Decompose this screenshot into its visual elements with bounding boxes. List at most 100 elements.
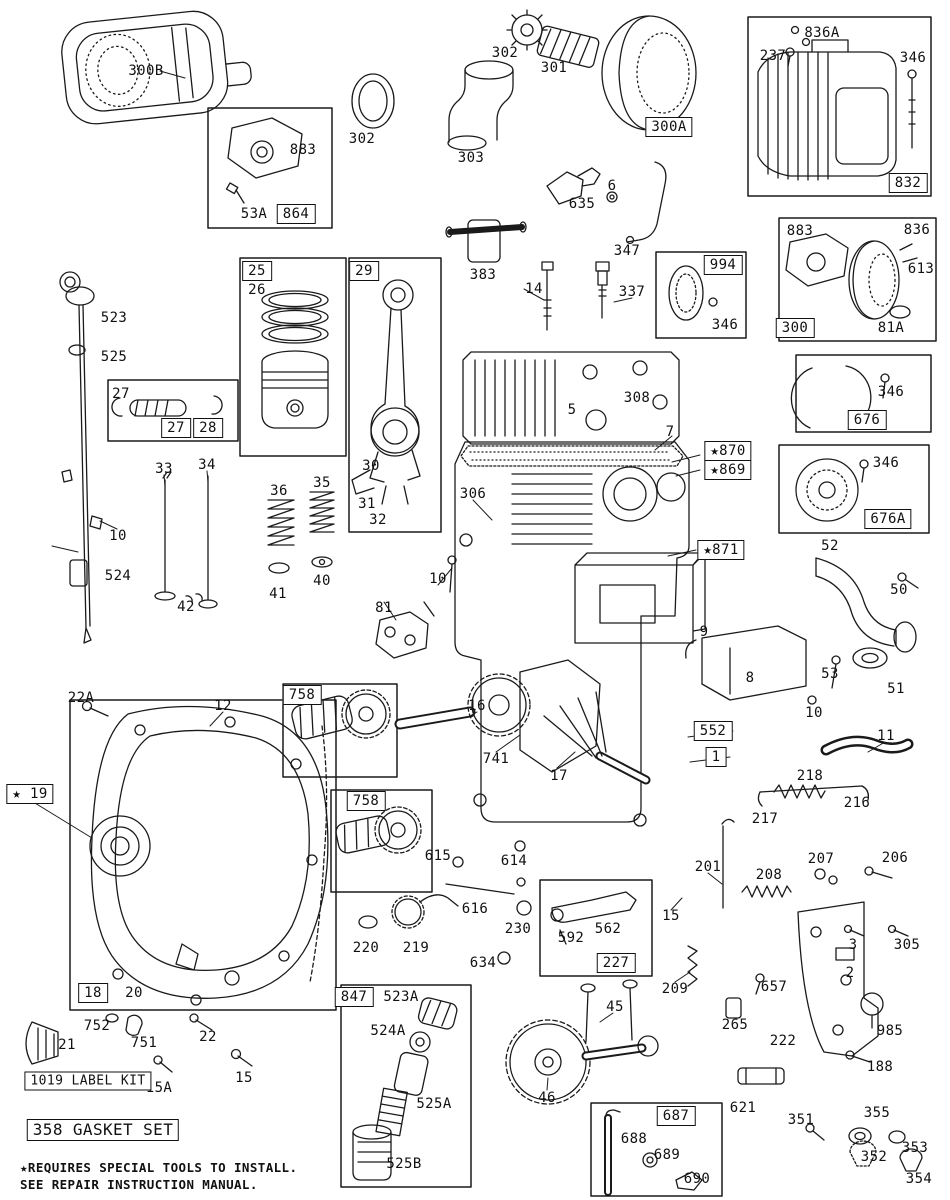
part-label-41: 41 xyxy=(269,586,287,602)
part-label-1019LABELKIT: 1019 LABEL KIT xyxy=(24,1071,152,1091)
part-label-524: 524 xyxy=(104,568,132,584)
part-label-206: 206 xyxy=(881,850,909,866)
part-label-19: ★ 19 xyxy=(6,784,54,804)
muffler-300b-drawing xyxy=(61,10,252,125)
part-label-81A: 81A xyxy=(877,320,905,336)
footnotes: ★REQUIRES SPECIAL TOOLS TO INSTALL. SEE … xyxy=(20,1160,297,1194)
piston-26-drawing xyxy=(261,290,329,429)
part-label-869: ★869 xyxy=(704,460,752,480)
part-label-300A: 300A xyxy=(645,117,693,137)
part-label-301: 301 xyxy=(540,60,568,76)
cylinder-306-drawing xyxy=(447,441,706,852)
piston-pin-27-drawing xyxy=(111,395,223,417)
part-label-355: 355 xyxy=(863,1105,891,1121)
part-label-300: 300 xyxy=(775,318,815,338)
bracket-2-drawing xyxy=(737,901,909,1085)
part-label-10: 10 xyxy=(805,705,823,721)
part-label-27: 27 xyxy=(161,418,191,438)
part-label-26: 26 xyxy=(248,282,266,298)
part-label-758: 758 xyxy=(346,791,386,811)
part-label-21: 21 xyxy=(58,1037,76,1053)
part-label-10: 10 xyxy=(429,571,447,587)
part-label-219: 219 xyxy=(402,940,430,956)
deflector-883-drawing xyxy=(225,117,303,204)
part-label-32: 32 xyxy=(369,512,387,528)
part-label-12: 12 xyxy=(214,698,232,714)
part-label-354: 354 xyxy=(905,1171,933,1187)
part-label-687: 687 xyxy=(656,1106,696,1126)
muffler-300-drawing xyxy=(785,233,918,320)
part-label-208: 208 xyxy=(755,867,783,883)
part-label-8: 8 xyxy=(745,670,755,686)
exhaust-pipe-drawing xyxy=(815,557,919,669)
hose-11-drawing xyxy=(820,735,914,756)
part-label-218: 218 xyxy=(796,768,824,784)
part-label-222: 222 xyxy=(769,1033,797,1049)
part-label-81: 81 xyxy=(375,600,393,616)
part-label-676A: 676A xyxy=(864,509,912,529)
plate-676a-drawing xyxy=(795,458,869,522)
part-label-303: 303 xyxy=(457,150,485,166)
governor-links-drawing xyxy=(757,784,870,807)
part-label-524A: 524A xyxy=(370,1023,406,1039)
part-label-15: 15 xyxy=(235,1070,253,1086)
part-label-616: 616 xyxy=(461,901,489,917)
part-label-337: 337 xyxy=(618,284,646,300)
part-label-741: 741 xyxy=(482,751,510,767)
part-label-994: 994 xyxy=(703,255,743,275)
part-label-346: 346 xyxy=(872,455,900,471)
part-label-7: 7 xyxy=(665,424,675,440)
part-label-31: 31 xyxy=(358,496,376,512)
oil-slinger-drawing xyxy=(358,856,532,965)
part-label-10: 10 xyxy=(109,528,127,544)
part-label-883: 883 xyxy=(289,142,317,158)
part-label-351: 351 xyxy=(787,1112,815,1128)
part-label-870: ★870 xyxy=(704,441,752,461)
part-label-9: 9 xyxy=(699,624,709,640)
part-label-220: 220 xyxy=(352,940,380,956)
part-label-201: 201 xyxy=(694,859,722,875)
part-label-871: ★871 xyxy=(697,540,745,560)
part-label-657: 657 xyxy=(760,979,788,995)
part-label-634: 634 xyxy=(469,955,497,971)
part-label-216: 216 xyxy=(843,795,871,811)
crankcase-cover-12-drawing xyxy=(89,705,329,1006)
plate-994-drawing xyxy=(668,265,718,321)
part-label-690: 690 xyxy=(683,1171,711,1187)
part-label-562: 562 xyxy=(594,921,622,937)
part-label-836A: 836A xyxy=(804,25,840,41)
part-label-2: 2 xyxy=(845,965,855,981)
part-label-864: 864 xyxy=(276,204,316,224)
part-label-29: 29 xyxy=(349,261,379,281)
elbow-303-drawing xyxy=(447,60,514,151)
part-label-847: 847 xyxy=(334,987,374,1007)
part-label-525B: 525B xyxy=(386,1156,422,1172)
part-label-27: 27 xyxy=(112,386,130,402)
lever-562-drawing xyxy=(550,891,637,945)
part-label-347: 347 xyxy=(613,243,641,259)
footnote-line-2: SEE REPAIR INSTRUCTION MANUAL. xyxy=(20,1176,258,1192)
part-label-207: 207 xyxy=(807,851,835,867)
part-label-5: 5 xyxy=(567,402,577,418)
part-label-17: 17 xyxy=(550,768,568,784)
part-label-525A: 525A xyxy=(416,1096,452,1112)
footnote-line-1: ★REQUIRES SPECIAL TOOLS TO INSTALL. xyxy=(20,1160,298,1175)
part-label-523A: 523A xyxy=(383,989,419,1005)
part-label-305: 305 xyxy=(893,937,921,953)
part-label-52: 52 xyxy=(821,538,839,554)
part-label-34: 34 xyxy=(198,457,216,473)
part-label-11: 11 xyxy=(877,728,895,744)
part-label-51: 51 xyxy=(887,681,905,697)
part-label-33: 33 xyxy=(155,461,173,477)
part-label-346: 346 xyxy=(877,384,905,400)
part-label-688: 688 xyxy=(620,1131,648,1147)
part-label-383: 383 xyxy=(469,267,497,283)
connecting-rod-29-drawing xyxy=(351,279,421,505)
part-label-592: 592 xyxy=(557,930,585,946)
callout-boxes xyxy=(69,16,937,1197)
part-label-15A: 15A xyxy=(145,1080,173,1096)
part-label-308: 308 xyxy=(623,390,651,406)
part-label-346: 346 xyxy=(711,317,739,333)
part-label-42: 42 xyxy=(177,599,195,615)
part-label-523: 523 xyxy=(100,310,128,326)
